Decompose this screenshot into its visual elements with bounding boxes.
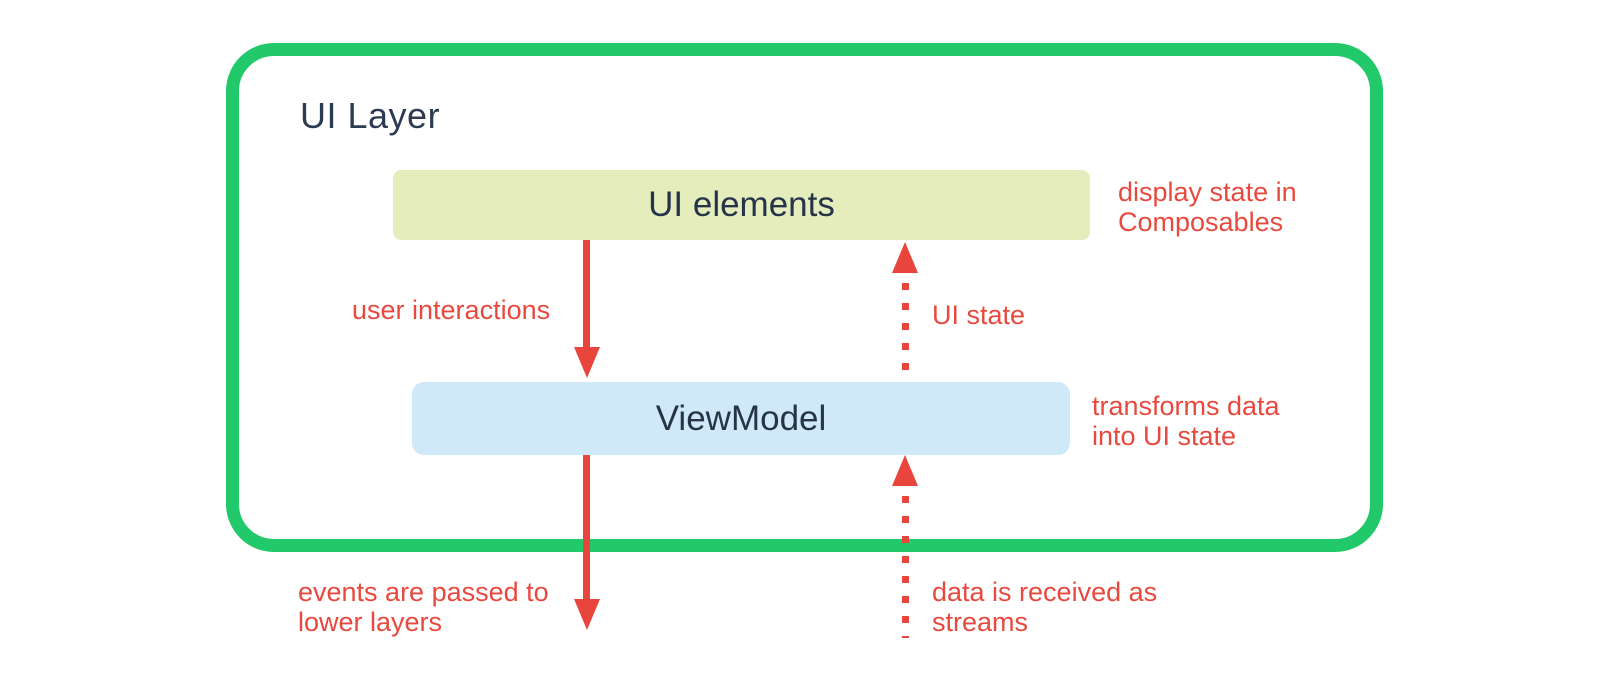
events-arrow-shaft <box>583 455 590 599</box>
ui-state-label: UI state <box>932 300 1026 330</box>
events-arrow-head-icon <box>574 599 600 630</box>
ui-elements-box: UI elements <box>393 170 1090 240</box>
viewmodel-annotation: transforms data into UI state <box>1092 391 1280 451</box>
data-streams-arrow-shaft <box>902 496 909 638</box>
ui-state-arrow-head-icon <box>892 242 918 273</box>
user-interactions-label: user interactions <box>352 295 551 325</box>
user-interactions-arrow-head-icon <box>574 347 600 378</box>
viewmodel-box: ViewModel <box>412 382 1070 455</box>
ui-layer-container <box>226 43 1383 552</box>
ui-layer-title: UI Layer <box>300 95 441 136</box>
events-to-lower-layers-label: events are passed to lower layers <box>298 577 549 637</box>
user-interactions-arrow-shaft <box>583 240 590 347</box>
ui-elements-box-label: UI elements <box>648 185 835 224</box>
data-streams-arrow-head-icon <box>892 455 918 486</box>
ui-elements-annotation: display state in Composables <box>1118 177 1297 237</box>
ui-state-arrow-shaft <box>902 283 909 380</box>
data-received-as-streams-label: data is received as streams <box>932 577 1158 637</box>
viewmodel-box-label: ViewModel <box>655 398 827 438</box>
